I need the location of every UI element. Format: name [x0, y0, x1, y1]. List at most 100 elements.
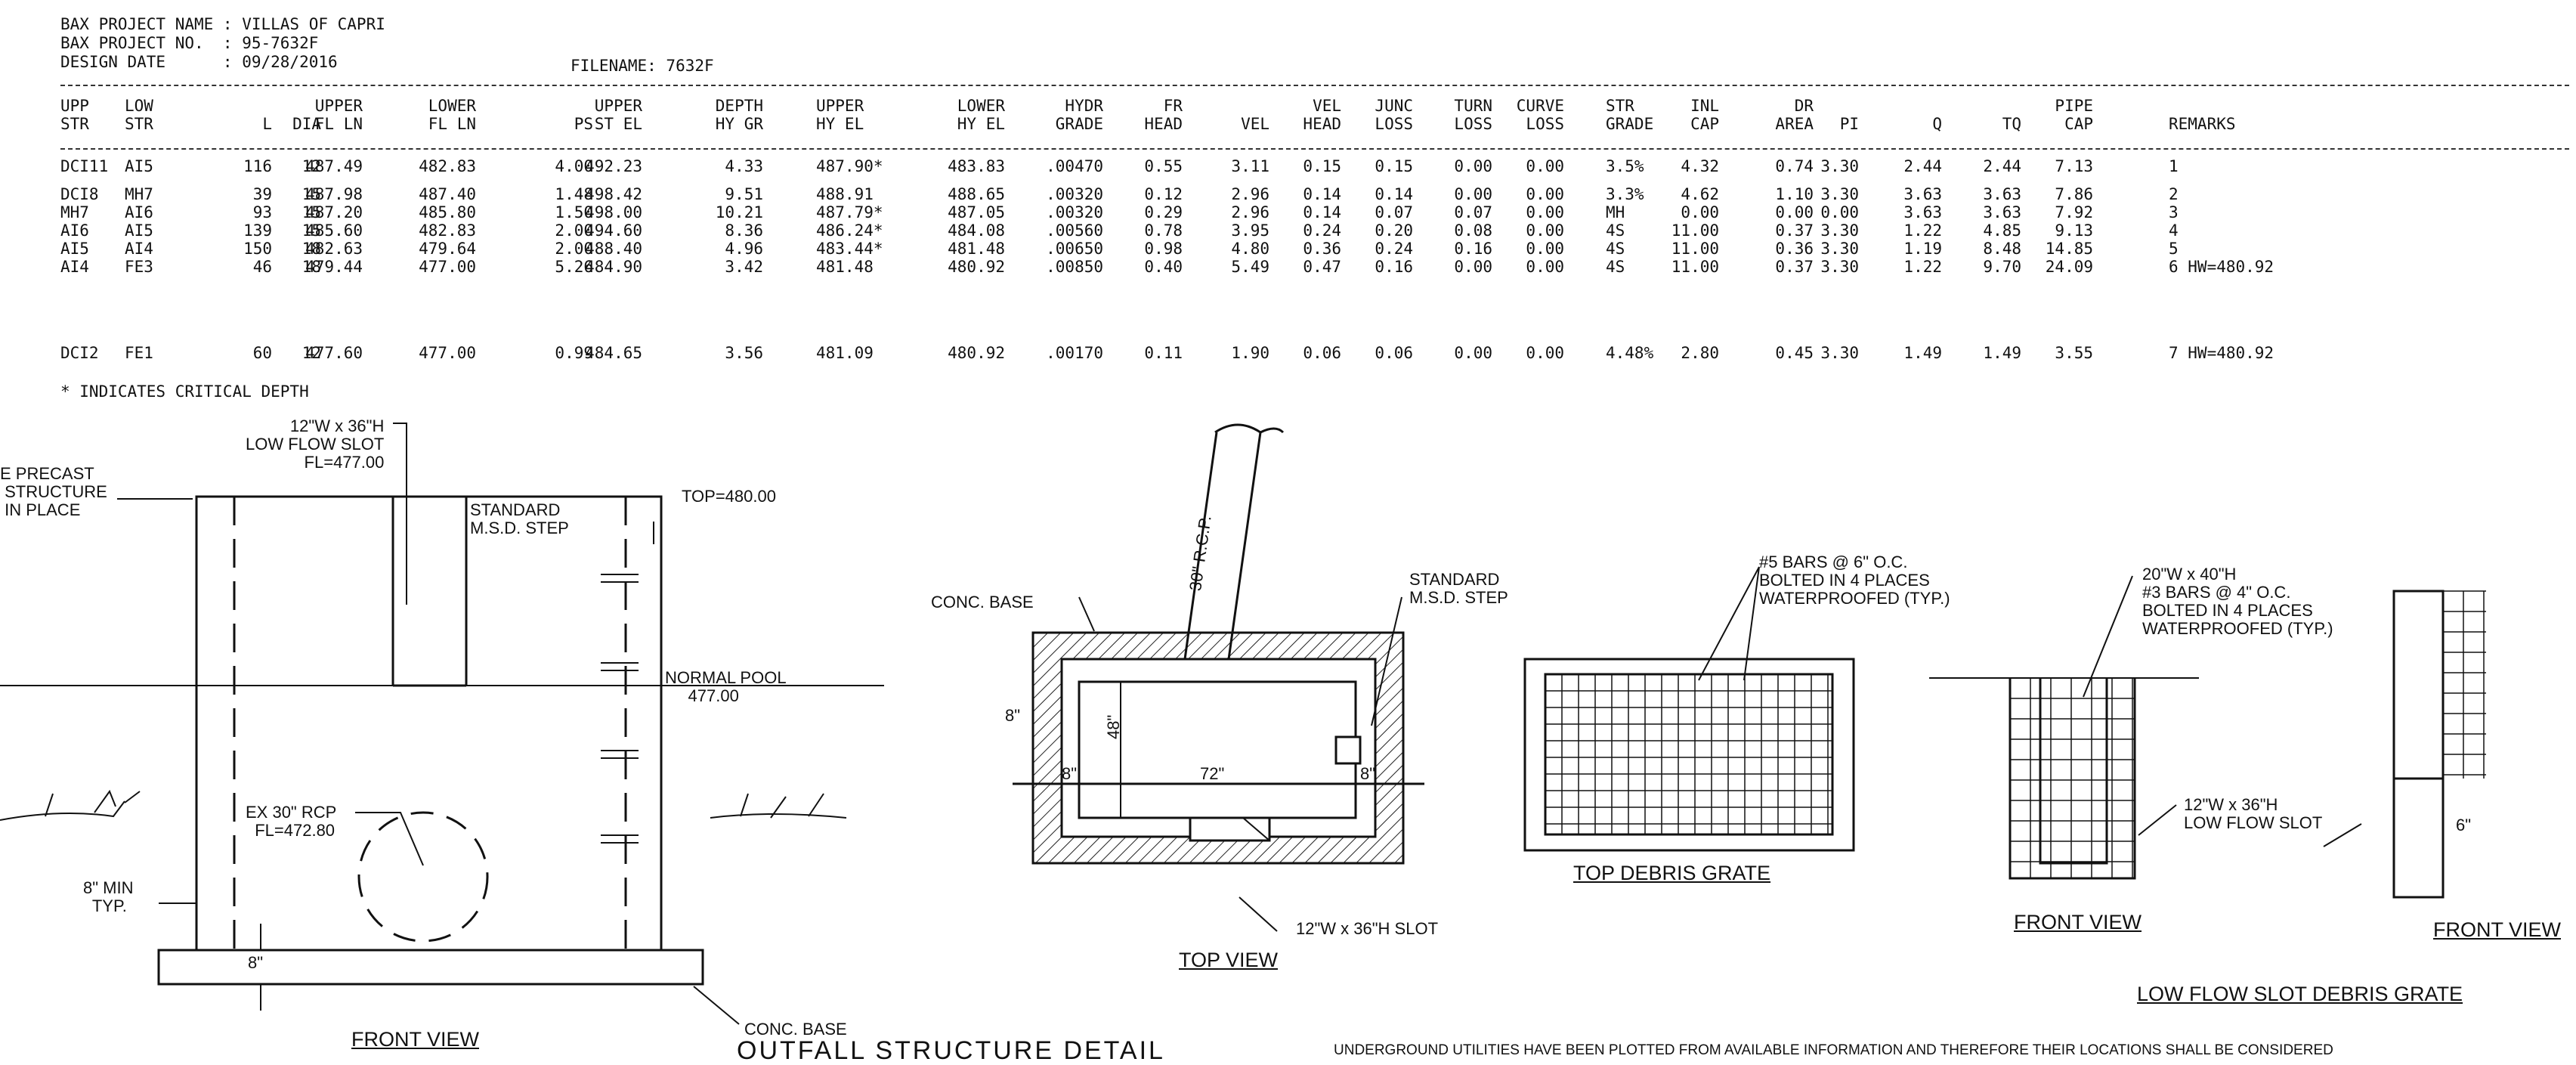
column-header-line2: PS	[574, 115, 593, 133]
column-header-line1: PIPE	[2055, 97, 2093, 115]
column-header-line2: GRADE	[1055, 115, 1103, 133]
table-cell: 4.33	[725, 157, 763, 175]
table-cell: 0.98	[1144, 240, 1183, 258]
std-step-note-1: STANDARD M.S.D. STEP	[470, 500, 569, 537]
table-cell: 5	[2169, 240, 2179, 258]
front-view-structure	[0, 495, 884, 1011]
table-cell: 46	[252, 258, 272, 276]
table-cell: 9.51	[725, 185, 763, 203]
table-cell: 0.00	[1454, 185, 1492, 203]
table-cell: .00470	[1046, 157, 1103, 175]
table-cell: 0.37	[1775, 221, 1814, 240]
column-header-line1: INL	[1690, 97, 1719, 115]
table-cell: 0.00	[1526, 258, 1564, 276]
conc-base-1: CONC. BASE	[744, 1020, 847, 1039]
dim-8-vertical: 8"	[248, 953, 264, 972]
table-cell: DCI2	[60, 344, 99, 362]
table-cell: AI5	[125, 221, 153, 240]
table-cell: 12	[302, 344, 321, 362]
table-cell: 18	[302, 240, 321, 258]
table-cell: 0.24	[1375, 240, 1413, 258]
table-cell: AI4	[125, 240, 153, 258]
column-header-line2: FL LN	[428, 115, 476, 133]
table-cell: 4.48%	[1606, 344, 1654, 362]
table-header-rule	[60, 148, 2569, 150]
table-cell: 498.00	[585, 203, 642, 221]
table-cell: 0.29	[1144, 203, 1183, 221]
column-header-line1: TURN	[1454, 97, 1492, 115]
table-cell: 487.20	[305, 203, 363, 221]
table-cell: 487.98	[305, 185, 363, 203]
precast-note: E PRECAST STRUCTURE IN PLACE	[0, 464, 107, 519]
table-cell: 4S	[1606, 258, 1625, 276]
column-header-line2: STR	[125, 115, 153, 133]
top-view-structure	[1013, 423, 1424, 865]
table-cell: FE1	[125, 344, 153, 362]
table-cell: 3.56	[725, 344, 763, 362]
column-header-line2: ST EL	[594, 115, 642, 133]
column-header-line2: TQ	[2002, 115, 2021, 133]
dim-6: 6"	[2456, 816, 2472, 834]
table-cell: 4.96	[725, 240, 763, 258]
table-cell: 481.48	[948, 240, 1005, 258]
table-cell: 0.15	[1303, 157, 1341, 175]
table-cell: 8.36	[725, 221, 763, 240]
table-cell: 11.00	[1671, 221, 1719, 240]
table-cell: 3.5%	[1606, 157, 1644, 175]
table-cell: 2.80	[1681, 344, 1719, 362]
table-cell: 0.00	[1454, 157, 1492, 175]
column-header-line2: FL LN	[314, 115, 363, 133]
table-cell: 1.19	[1903, 240, 1942, 258]
table-cell: 0.15	[1375, 157, 1413, 175]
outfall-title: OUTFALL STRUCTURE DETAIL	[737, 1036, 1165, 1065]
column-header-line1: FR	[1163, 97, 1183, 115]
column-header-line1: LOWER	[957, 97, 1005, 115]
top-elevation: TOP=480.00	[682, 487, 776, 506]
table-cell: 1.90	[1231, 344, 1269, 362]
table-cell: 0.16	[1454, 240, 1492, 258]
column-header-line1: HYDR	[1065, 97, 1103, 115]
column-header-line2: DIA	[292, 115, 321, 133]
table-cell: 7.92	[2055, 203, 2093, 221]
column-header-line2: AREA	[1775, 115, 1814, 133]
column-header-line1: VEL	[1313, 97, 1341, 115]
column-header-line2: HY GR	[715, 115, 763, 133]
table-cell: 0.74	[1775, 157, 1814, 175]
top-debris-grate-title: TOP DEBRIS GRATE	[1573, 862, 1771, 884]
column-header-line2: LOSS	[1526, 115, 1564, 133]
filename: FILENAME: 7632F	[571, 57, 714, 75]
table-cell: 3.3%	[1606, 185, 1644, 203]
column-header-line2: HEAD	[1144, 115, 1183, 133]
footnote: * INDICATES CRITICAL DEPTH	[60, 382, 309, 401]
table-cell: 11.00	[1671, 240, 1719, 258]
column-header-line2: STR	[60, 115, 89, 133]
table-cell: 5.49	[1231, 258, 1269, 276]
table-cell: 0.11	[1144, 344, 1183, 362]
table-cell: 6 HW=480.92	[2169, 258, 2274, 276]
dim-48: 48"	[1104, 714, 1123, 739]
table-cell: 487.05	[948, 203, 1005, 221]
table-cell: 12	[302, 157, 321, 175]
table-cell: 4S	[1606, 221, 1625, 240]
table-cell: 3.30	[1820, 240, 1859, 258]
table-cell: 3.63	[1903, 185, 1942, 203]
table-cell: 0.00	[1681, 203, 1719, 221]
table-cell: 0.07	[1454, 203, 1492, 221]
table-cell: 0.45	[1775, 344, 1814, 362]
column-header-line1: DEPTH	[715, 97, 763, 115]
low-flow-debris-title: LOW FLOW SLOT DEBRIS GRATE	[2137, 983, 2463, 1005]
table-cell: .00170	[1046, 344, 1103, 362]
table-cell: 14.85	[2045, 240, 2093, 258]
table-cell: 116	[243, 157, 272, 175]
table-cell: 2	[2169, 185, 2179, 203]
column-header-line1: JUNC	[1375, 97, 1413, 115]
table-cell: 3.55	[2055, 344, 2093, 362]
table-cell: 479.64	[419, 240, 476, 258]
table-cell: 483.44*	[816, 240, 883, 258]
table-cell: 4S	[1606, 240, 1625, 258]
column-header-line1: UPPER	[314, 97, 363, 115]
column-header-line2: HY EL	[816, 115, 864, 133]
table-cell: 1.49	[1983, 344, 2021, 362]
table-cell: 0.40	[1144, 258, 1183, 276]
table-cell: 0.47	[1303, 258, 1341, 276]
